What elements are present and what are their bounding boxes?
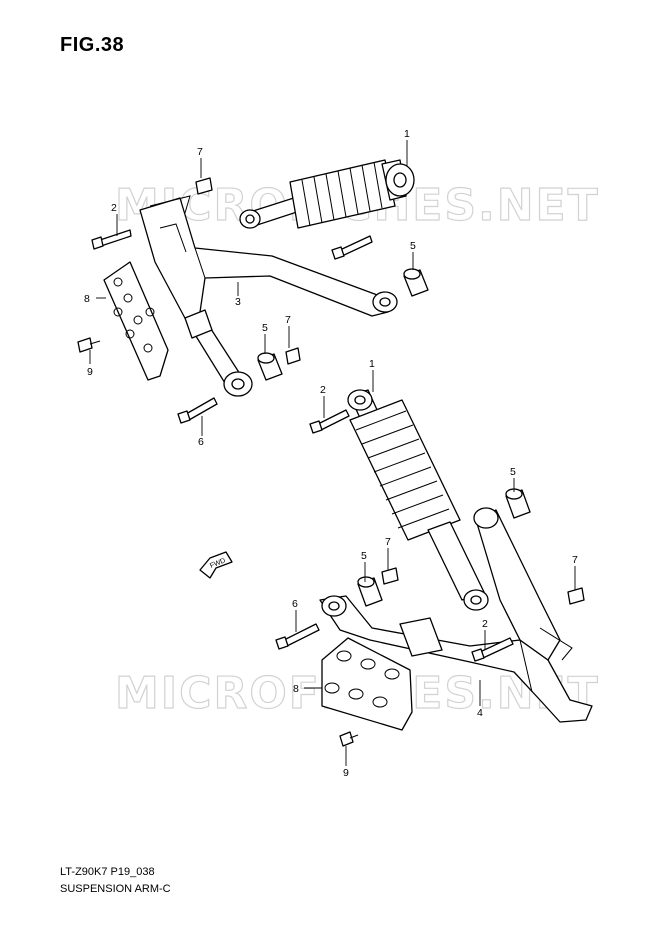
- bolt-2a-bottom: [309, 409, 350, 434]
- bolt-9-top: [77, 337, 101, 353]
- figure-title: FIG.38: [60, 34, 125, 56]
- callout-top-5b: 5: [262, 322, 268, 334]
- collar-5a-top: [403, 268, 429, 297]
- model-code: LT-Z90K7 P19_038: [60, 866, 155, 878]
- step-plate-bottom: [321, 637, 413, 731]
- callout-top-9: 9: [87, 366, 93, 378]
- callout-top-7b: 7: [285, 314, 291, 326]
- bolt-2b-bottom: [471, 637, 514, 662]
- bolt-9-bottom: [339, 731, 359, 747]
- top-assembly: 1 7 2 5 3 8 5 7 9 6: [77, 128, 429, 448]
- callout-bot-4: 4: [477, 707, 483, 719]
- collar-5a-bottom: [505, 488, 531, 519]
- callout-bot-7a: 7: [385, 536, 391, 548]
- callout-top-5a: 5: [410, 240, 416, 252]
- callout-bot-9: 9: [343, 767, 349, 779]
- callout-top-8: 8: [84, 293, 90, 305]
- suspension-arm-bottom: [319, 507, 593, 723]
- bolt-shock-top: [331, 235, 373, 260]
- callout-top-2: 2: [111, 202, 117, 214]
- nut-7a-bottom: [381, 567, 399, 585]
- suspension-arm-top: [139, 195, 398, 397]
- bolt-2-top: [91, 229, 132, 250]
- callout-top-7a: 7: [197, 146, 203, 158]
- diagram-caption: SUSPENSION ARM-C: [60, 883, 171, 895]
- collar-5b-top: [257, 352, 283, 381]
- callout-bot-7b: 7: [572, 554, 578, 566]
- callout-bot-6: 6: [292, 598, 298, 610]
- callout-bot-5a: 5: [510, 466, 516, 478]
- nut-7a-top: [195, 177, 213, 195]
- step-plate-top: [103, 261, 169, 381]
- bolt-6-top: [177, 397, 218, 424]
- bottom-assembly: FWD 1 2 5 5 7 7 6 2 8 4 9: [199, 358, 593, 779]
- nut-7b-top: [285, 347, 301, 365]
- callout-bot-5b: 5: [361, 550, 367, 562]
- callout-top-3: 3: [235, 296, 241, 308]
- fwd-direction-arrow: FWD: [199, 551, 233, 579]
- callout-bot-2a: 2: [320, 384, 326, 396]
- bolt-6-bottom: [275, 623, 320, 650]
- nut-7b-bottom: [567, 587, 585, 605]
- shock-absorber-top: [239, 159, 415, 229]
- shock-absorber-bottom: [347, 389, 489, 611]
- callout-top-6: 6: [198, 436, 204, 448]
- callout-bot-1: 1: [369, 358, 375, 370]
- collar-5b-bottom: [357, 576, 383, 607]
- callout-bot-2b: 2: [482, 618, 488, 630]
- callout-bot-8: 8: [293, 683, 299, 695]
- callout-top-1: 1: [404, 128, 410, 140]
